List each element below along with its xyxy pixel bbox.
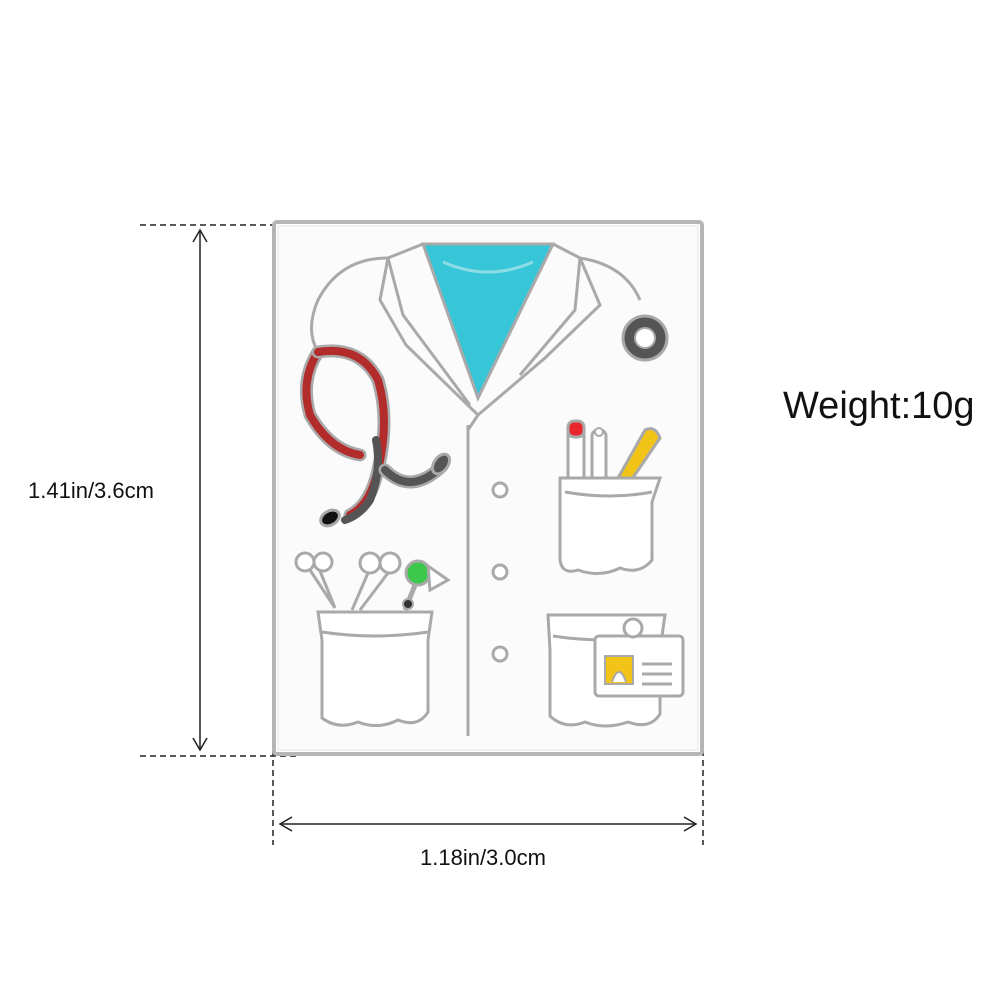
coat-buttons: [491, 481, 509, 663]
instrument-pocket: [294, 551, 451, 727]
scrub-collar: [420, 242, 556, 402]
height-dimension-label: 1.41in/3.6cm: [28, 478, 154, 503]
stethoscope: [299, 256, 669, 528]
coat-lapels: [378, 242, 602, 736]
pen-pocket: [558, 419, 663, 575]
badge-pocket: [546, 613, 685, 728]
weight-label: Weight:10g: [783, 385, 975, 427]
width-dimension-label: 1.18in/3.0cm: [420, 845, 546, 870]
